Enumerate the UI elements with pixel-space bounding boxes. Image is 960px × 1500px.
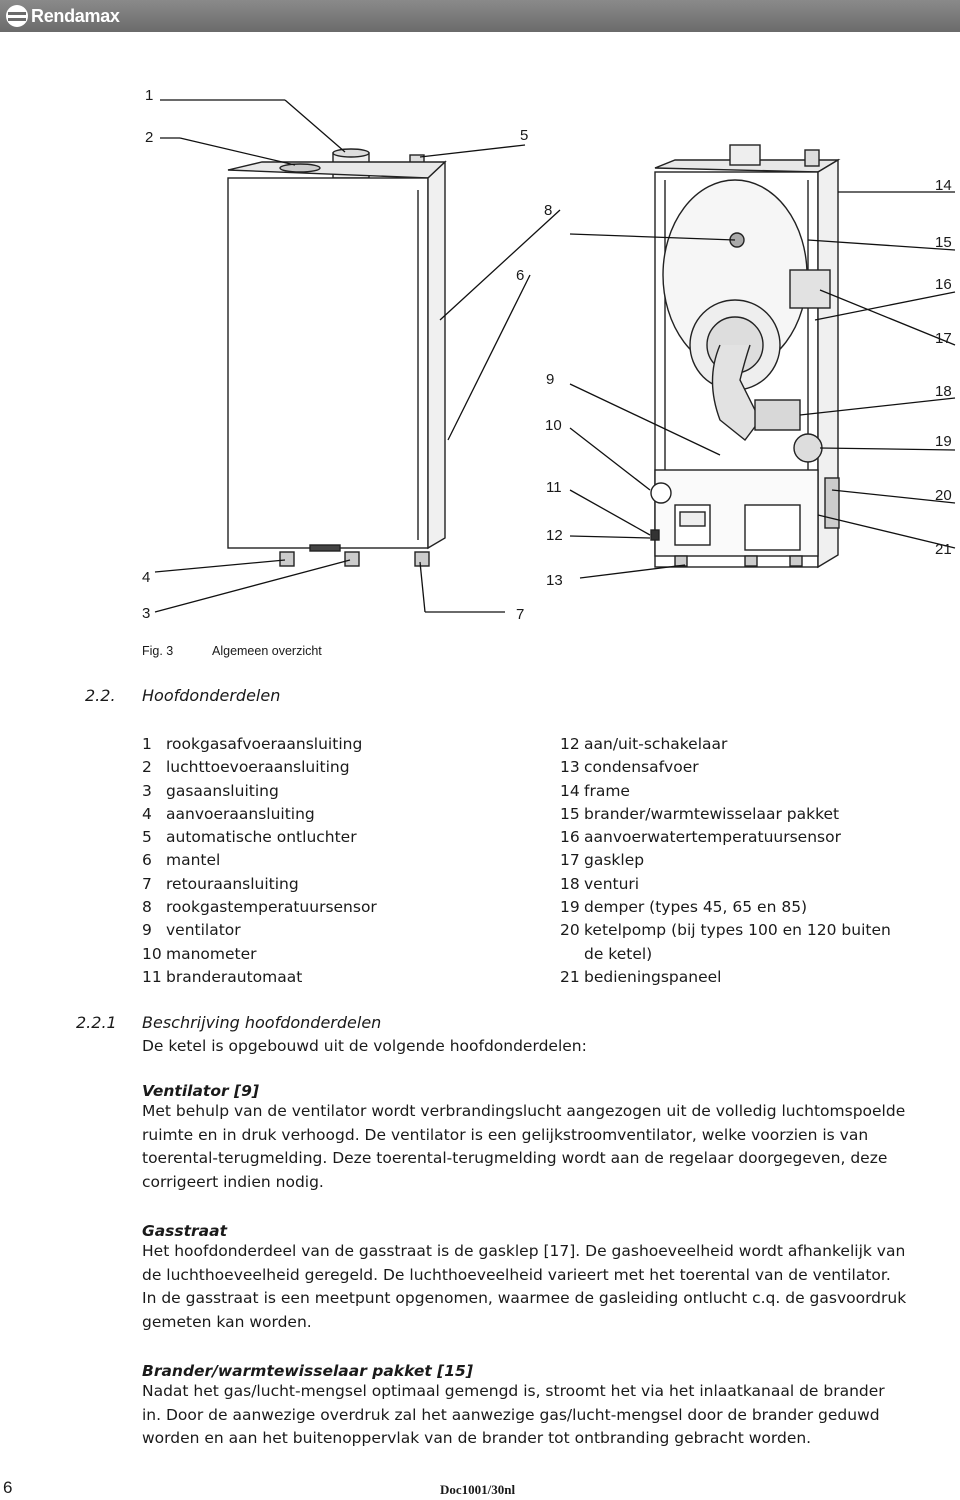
- list-item: de ketel): [584, 944, 653, 963]
- subsection-title: Beschrijving hoofdonderdelen: [142, 1013, 382, 1032]
- subsection-intro: De ketel is opgebouwd uit de volgende ho…: [142, 1037, 587, 1055]
- callout-5: 5: [520, 127, 528, 144]
- block-brander: Brander/warmtewisselaar pakket [15] Nada…: [142, 1362, 957, 1451]
- boiler-figure: 1 2 3 4 5 6 7 8 9 10 11 12 13 14 15 16 1…: [142, 87, 956, 623]
- block-gasstraat: Gasstraat Het hoofdonderdeel van de gass…: [142, 1222, 957, 1334]
- block-line: Nadat het gas/lucht-mengsel optimaal gem…: [142, 1382, 885, 1400]
- callout-12: 12: [546, 527, 563, 544]
- callout-1: 1: [145, 87, 153, 104]
- callout-21: 21: [935, 541, 952, 558]
- subsection-number: 2.2.1: [76, 1013, 117, 1032]
- block-line: Het hoofdonderdeel van de gasstraat is d…: [142, 1242, 906, 1260]
- brand-name: Rendamax: [31, 5, 120, 26]
- callout-numbers: 1 2 3 4 5 6 7 8 9 10 11 12 13 14 15 16 1…: [142, 87, 952, 623]
- doc-code: Doc1001/30nl: [440, 1482, 516, 1497]
- block-line: toerental-terugmelding. Deze toerental-t…: [142, 1149, 888, 1167]
- figure-caption-text: Algemeen overzicht: [212, 644, 322, 658]
- callout-7: 7: [516, 606, 524, 623]
- block-title: Ventilator [9]: [142, 1082, 259, 1100]
- page-number: 6: [3, 1478, 13, 1497]
- callout-11: 11: [546, 479, 562, 496]
- block-title: Brander/warmtewisselaar pakket [15]: [142, 1362, 473, 1380]
- callout-19: 19: [935, 433, 952, 450]
- boiler-front-drawing: [227, 148, 447, 567]
- block-title: Gasstraat: [142, 1222, 228, 1240]
- block-line: in. Door de aanwezige overdruk zal het a…: [142, 1405, 880, 1424]
- block-line: In de gasstraat is een meetpunt opgenome…: [142, 1289, 907, 1307]
- block-line: de luchthoeveelheid geregeld. De luchtho…: [142, 1265, 891, 1284]
- leader-lines: [154, 99, 956, 613]
- callout-2: 2: [145, 129, 153, 146]
- block-line: Met behulp van de ventilator wordt verbr…: [142, 1102, 906, 1120]
- callout-18: 18: [935, 383, 952, 400]
- block-line: corrigeert indien nodig.: [142, 1172, 324, 1191]
- section-title: Hoofdonderdelen: [142, 686, 281, 705]
- brand-logo: Rendamax: [6, 3, 120, 29]
- callout-20: 20: [935, 487, 952, 504]
- callout-15: 15: [935, 234, 952, 251]
- block-line: gemeten kan worden.: [142, 1312, 312, 1331]
- block-line: ruimte en in druk verhoogd. De ventilato…: [142, 1125, 869, 1144]
- section-number: 2.2.: [85, 686, 116, 705]
- callout-8: 8: [544, 202, 552, 219]
- callout-3: 3: [142, 605, 150, 622]
- header-bar: [0, 0, 960, 32]
- boiler-open-drawing: [650, 144, 841, 569]
- callout-17: 17: [935, 330, 952, 347]
- callout-9: 9: [546, 371, 554, 388]
- callout-6: 6: [516, 267, 524, 284]
- callout-13: 13: [546, 572, 563, 589]
- callout-4: 4: [142, 569, 150, 586]
- callout-16: 16: [935, 276, 952, 293]
- block-line: worden en aan het buitenoppervlak van de…: [142, 1429, 812, 1447]
- callout-10: 10: [545, 417, 562, 434]
- callout-14: 14: [935, 177, 952, 194]
- figure-caption-label: Fig. 3: [142, 644, 174, 658]
- logo-icon: [6, 5, 28, 27]
- block-ventilator: Ventilator [9] Met behulp van de ventila…: [142, 1082, 957, 1194]
